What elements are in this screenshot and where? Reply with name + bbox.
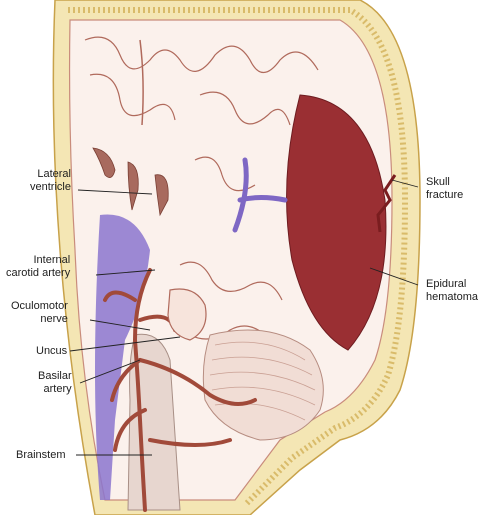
label-basilar-artery: Basilar artery <box>38 370 72 395</box>
cortical-vein <box>232 157 288 233</box>
label-epidural-hematoma: Epidural hematoma <box>426 278 478 303</box>
label-lateral-ventricle: Lateral ventricle <box>30 168 71 193</box>
label-oculomotor-nerve: Oculomotor nerve <box>11 300 68 325</box>
label-brainstem: Brainstem <box>16 449 66 461</box>
label-internal-carotid-artery: Internal carotid artery <box>6 254 71 279</box>
cerebellum-folia <box>209 341 316 421</box>
midline <box>139 39 144 126</box>
label-uncus: Uncus <box>36 345 68 357</box>
leader-lines <box>69 179 419 456</box>
lateral-ventricles <box>92 147 169 217</box>
epidural-hematoma <box>286 94 387 351</box>
label-skull-fracture: Skull fracture <box>426 176 464 201</box>
arteries <box>103 268 257 512</box>
venous-plexus <box>95 214 150 500</box>
skull-inner-band <box>68 7 409 508</box>
uncus <box>167 288 207 341</box>
skull-fracture <box>376 174 397 233</box>
